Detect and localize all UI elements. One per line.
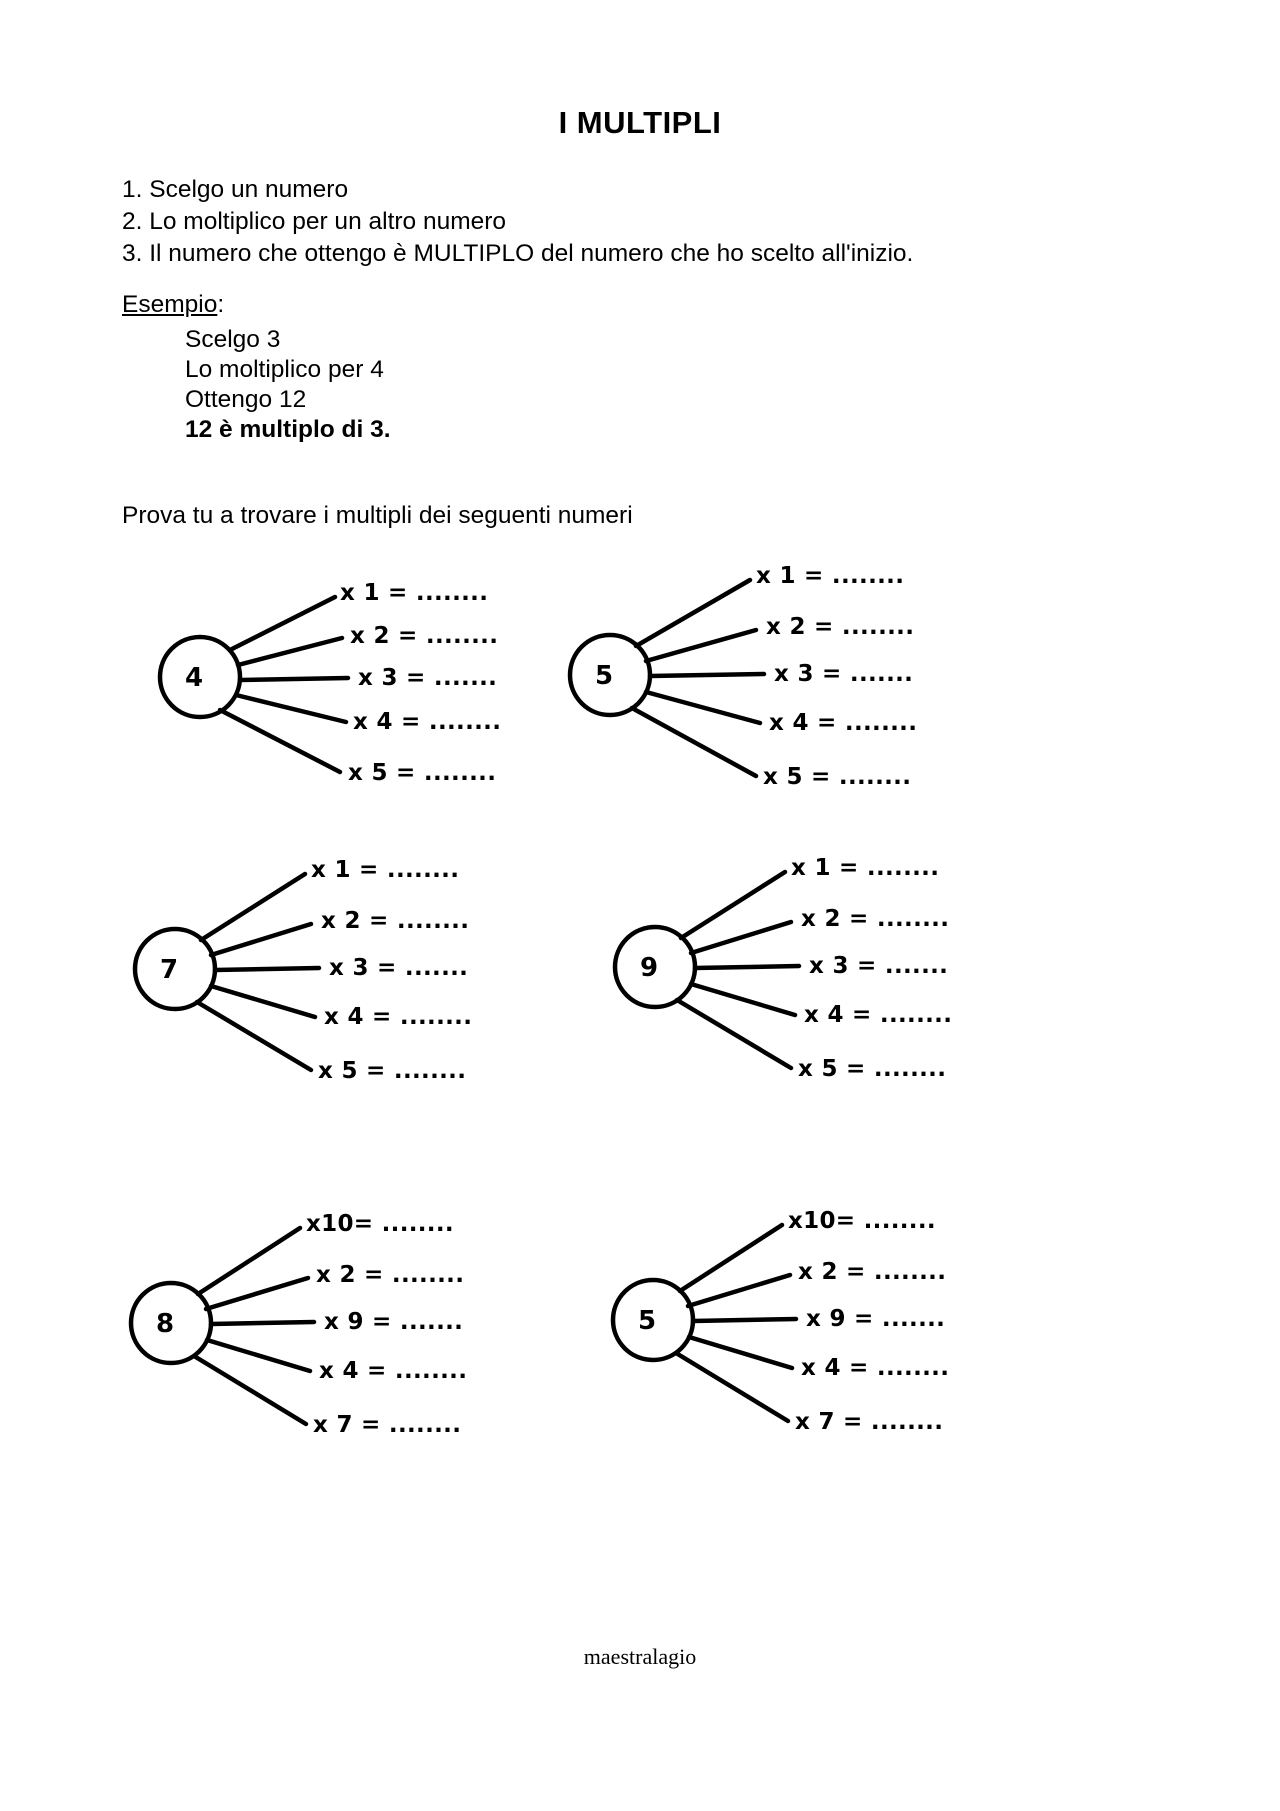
- branch-line-1: [678, 869, 788, 941]
- diagram-leg: x 2 = ........: [321, 908, 470, 934]
- branch-line-4: [233, 692, 349, 725]
- branch-line-1: [195, 1225, 303, 1297]
- diagram-leg: x 7 = ........: [313, 1412, 462, 1438]
- diagram-leg: x 3 = .......: [358, 665, 498, 691]
- multiple-diagram: 7 x 1 = ........ x 2 = ........ x 3 = ..…: [125, 857, 585, 1127]
- multiple-diagram: 5 x10= ........ x 2 = ........ x 9 = ...…: [600, 1180, 1060, 1445]
- diagram-number: 4: [184, 663, 204, 693]
- branch-line-3: [237, 675, 351, 683]
- example-block: Esempio: Scelgo 3 Lo moltiplico per 4 Ot…: [122, 290, 391, 445]
- diagram-number: 7: [159, 955, 179, 985]
- branch-line-2: [685, 1272, 793, 1309]
- diagram-leg: x 2 = ........: [798, 1259, 947, 1285]
- number-circle: [157, 634, 243, 720]
- branch-line-2: [208, 921, 314, 958]
- diagram-leg: x 9 = .......: [806, 1306, 946, 1332]
- branch-line-4: [688, 981, 798, 1018]
- branch-line-1: [677, 1222, 785, 1294]
- diagram-lines: [567, 577, 767, 779]
- diagram-leg: x 2 = ........: [801, 906, 950, 932]
- multiple-diagram: 4 x 1 = ........ x 2 = ........ x 3 = ..…: [150, 580, 610, 845]
- diagram-leg: x 2 = ........: [316, 1262, 465, 1288]
- example-lines: Scelgo 3 Lo moltiplico per 4 Ottengo 12 …: [185, 325, 391, 445]
- diagram-leg: x10= ........: [306, 1211, 454, 1237]
- diagram-lines: [128, 1225, 317, 1427]
- branch-line-5: [674, 997, 794, 1071]
- branch-line-5: [673, 1350, 791, 1424]
- diagram-leg: x 5 = ........: [348, 760, 497, 786]
- diagram-leg: x 4 = ........: [324, 1004, 473, 1030]
- branch-line-5: [629, 705, 759, 779]
- diagram-leg: x 1 = ........: [791, 855, 940, 881]
- branch-line-4: [208, 983, 318, 1020]
- page-title: I MULTIPLI: [558, 105, 722, 140]
- branch-line-3: [690, 1316, 799, 1324]
- multiple-diagram: 9 x 1 = ........ x 2 = ........ x 3 = ..…: [605, 855, 1065, 1125]
- branch-line-2: [688, 919, 794, 956]
- diagram-lines: [157, 594, 351, 775]
- example-heading-colon: :: [217, 291, 225, 318]
- diagram-number: 5: [594, 661, 614, 691]
- branch-line-5: [217, 707, 343, 775]
- branch-line-2: [203, 1275, 311, 1312]
- diagram-leg: x 5 = ........: [763, 764, 912, 790]
- diagram-lines: [612, 869, 802, 1071]
- diagram-number: 5: [637, 1306, 657, 1336]
- diagram-leg: x 3 = .......: [809, 953, 949, 979]
- diagram-leg: x 3 = .......: [329, 955, 469, 981]
- diagram-number: 9: [639, 953, 659, 983]
- branch-line-3: [692, 963, 802, 971]
- example-line-3: Ottengo 12: [185, 385, 307, 413]
- rules-list: 1. Scelgo un numero 2. Lo moltiplico per…: [122, 174, 913, 270]
- exercise-prompt: Prova tu a trovare i multipli dei seguen…: [122, 502, 633, 529]
- diagram-leg: x 4 = ........: [353, 709, 502, 735]
- page-footer: maestralagio: [583, 1644, 697, 1669]
- branch-line-3: [212, 965, 322, 973]
- branch-line-4: [204, 1337, 313, 1374]
- diagram-lines: [132, 871, 322, 1073]
- diagram-leg: x 9 = .......: [324, 1309, 464, 1335]
- branch-line-3: [208, 1319, 317, 1327]
- diagram-leg: x 4 = ........: [769, 710, 918, 736]
- diagram-leg: x 5 = ........: [798, 1056, 947, 1082]
- branch-line-1: [227, 594, 338, 653]
- diagram-leg: x 4 = ........: [804, 1002, 953, 1028]
- example-line-2: Lo moltiplico per 4: [185, 355, 384, 383]
- branch-line-4: [643, 689, 763, 726]
- branch-line-1: [633, 577, 753, 649]
- diagram-leg: x 1 = ........: [311, 857, 460, 883]
- multiple-diagram: 8 x10= ........ x 2 = ........ x 9 = ...…: [118, 1180, 578, 1445]
- branch-line-2: [235, 635, 345, 668]
- diagram-leg: x 7 = ........: [795, 1409, 944, 1435]
- diagram-leg: x 5 = ........: [318, 1058, 467, 1084]
- example-heading: Esempio:: [122, 290, 391, 320]
- branch-line-3: [647, 671, 767, 679]
- diagram-leg: x 4 = ........: [801, 1355, 950, 1381]
- diagram-leg: x 1 = ........: [340, 580, 489, 606]
- multiple-diagram: 5 x 1 = ........ x 2 = ........ x 3 = ..…: [560, 563, 1020, 833]
- diagram-leg: x 4 = ........: [319, 1358, 468, 1384]
- rule-item-2: 2. Lo moltiplico per un altro numero: [122, 208, 507, 235]
- diagram-leg: x 3 = .......: [774, 661, 914, 687]
- branch-line-5: [191, 1353, 309, 1427]
- rule-item-3: 3. Il numero che ottengo è MULTIPLO del …: [122, 240, 914, 267]
- branch-line-5: [194, 999, 314, 1073]
- diagram-leg: x 2 = ........: [350, 623, 499, 649]
- example-line-1: Scelgo 3: [185, 325, 281, 353]
- diagram-leg: x 1 = ........: [756, 563, 905, 589]
- example-conclusion: 12 è multiplo di 3.: [185, 415, 391, 443]
- example-heading-label: Esempio: [122, 291, 218, 318]
- rule-item-1: 1. Scelgo un numero: [122, 176, 349, 203]
- branch-line-2: [643, 627, 759, 664]
- diagram-lines: [610, 1222, 799, 1424]
- branch-line-1: [198, 871, 308, 943]
- branch-line-4: [686, 1334, 795, 1371]
- diagram-leg: x 2 = ........: [766, 614, 915, 640]
- diagram-number: 8: [155, 1309, 175, 1339]
- diagram-leg: x10= ........: [788, 1208, 936, 1234]
